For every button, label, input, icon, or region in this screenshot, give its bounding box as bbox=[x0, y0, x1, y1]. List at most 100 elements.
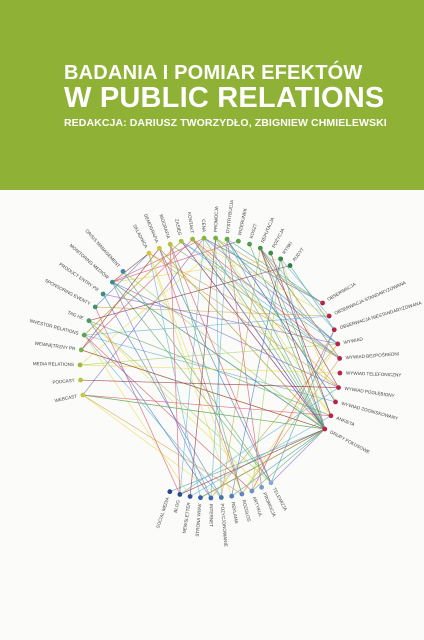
network-edge bbox=[192, 238, 330, 317]
network-edge bbox=[80, 379, 339, 388]
network-edge bbox=[180, 241, 326, 430]
node-label: OBSERWACJA bbox=[326, 281, 357, 302]
network-node bbox=[229, 493, 235, 499]
network-edge bbox=[82, 394, 325, 430]
network-edge bbox=[215, 238, 222, 498]
network-node bbox=[201, 235, 207, 241]
network-edge bbox=[210, 239, 228, 499]
network-edge bbox=[260, 247, 339, 388]
node-label: ZASIĘG bbox=[174, 218, 183, 236]
network-node bbox=[247, 241, 252, 247]
network-edge bbox=[112, 258, 281, 283]
network-node bbox=[259, 484, 265, 490]
network-edge bbox=[192, 238, 326, 430]
network-edge bbox=[231, 428, 325, 497]
node-label: WYWIAD ZOGNISKOWANY bbox=[341, 401, 399, 421]
network-node bbox=[322, 426, 328, 432]
network-edge bbox=[148, 253, 201, 498]
network-edge bbox=[280, 258, 336, 403]
node-label: TAG HE bbox=[67, 310, 84, 321]
network-node bbox=[81, 332, 87, 338]
network-node bbox=[333, 399, 338, 405]
network-node bbox=[213, 235, 218, 241]
network-edge bbox=[226, 238, 336, 403]
node-label: PROMOCJA bbox=[262, 492, 277, 519]
network-edge bbox=[82, 394, 222, 498]
node-label: ROZGŁOS bbox=[241, 499, 251, 522]
network-node bbox=[218, 495, 224, 500]
network-node bbox=[239, 491, 245, 497]
network-edge bbox=[169, 243, 340, 359]
network-edge bbox=[112, 281, 272, 484]
network-edge bbox=[226, 239, 262, 488]
node-label: REKLAMA bbox=[231, 502, 240, 525]
network-node bbox=[268, 480, 274, 486]
network-edge bbox=[251, 258, 282, 492]
node-label: BIOGRAFIA bbox=[159, 214, 172, 240]
node-label: WYWIAD BEZPOŚREDNI bbox=[345, 349, 399, 360]
network-edge bbox=[226, 238, 326, 430]
network-edge bbox=[259, 247, 332, 416]
node-label: WIZERUNEK bbox=[237, 207, 248, 236]
network-node bbox=[268, 250, 274, 256]
network-edge bbox=[260, 247, 340, 359]
node-label: GRUPY FOKUSOWE bbox=[329, 429, 370, 454]
network-edge bbox=[251, 329, 335, 492]
network-node bbox=[287, 263, 293, 268]
network-edge bbox=[215, 237, 332, 416]
network-edge bbox=[84, 315, 330, 336]
network-edge bbox=[88, 320, 212, 499]
network-edge bbox=[94, 252, 150, 308]
network-edge bbox=[215, 237, 338, 345]
node-label: CENA bbox=[201, 219, 207, 233]
network-node bbox=[78, 347, 84, 353]
network-node bbox=[109, 279, 115, 285]
network-edge bbox=[122, 271, 325, 430]
network-edge bbox=[148, 252, 340, 359]
network-node bbox=[120, 268, 126, 274]
network-edge bbox=[200, 428, 325, 498]
node-label: SKŁADNICA bbox=[132, 224, 149, 250]
network-node bbox=[167, 241, 173, 247]
network-node bbox=[335, 341, 341, 347]
network-node bbox=[78, 377, 83, 383]
network-edge bbox=[189, 238, 216, 497]
network-edge bbox=[192, 238, 340, 359]
node-label: PROMOCJA bbox=[213, 205, 219, 232]
node-label: POZYCJONOWANIE bbox=[220, 503, 229, 547]
network-edge bbox=[94, 306, 181, 495]
network-edge bbox=[112, 281, 212, 499]
network-edge bbox=[169, 244, 181, 495]
node-label: ARTYKUŁ bbox=[252, 496, 264, 518]
network-edge bbox=[82, 237, 205, 396]
network-edge bbox=[148, 252, 339, 388]
network-node bbox=[331, 327, 337, 333]
node-label: REPUTACJA bbox=[260, 216, 275, 244]
network-edge bbox=[169, 428, 325, 492]
node-label: ANKIETA bbox=[336, 415, 357, 427]
network-edge bbox=[241, 343, 339, 495]
network-edge bbox=[88, 320, 332, 417]
network-edge bbox=[169, 244, 272, 483]
network-node bbox=[177, 492, 183, 497]
network-edge bbox=[83, 334, 191, 497]
node-label: POZYCJA bbox=[271, 227, 286, 249]
network-node bbox=[257, 245, 263, 251]
network-edge bbox=[83, 240, 182, 336]
network-node bbox=[235, 238, 241, 244]
network-edge bbox=[112, 252, 150, 283]
network-edge bbox=[159, 248, 272, 483]
network-edge bbox=[203, 237, 323, 304]
network-node bbox=[337, 356, 343, 361]
network-edge bbox=[181, 240, 338, 345]
network-edge bbox=[249, 244, 326, 430]
network-edge bbox=[226, 238, 323, 304]
node-label: WYWIAD TELEFONICZNY bbox=[346, 371, 402, 378]
network-edge bbox=[148, 253, 243, 495]
node-label: KOSZT bbox=[249, 223, 258, 239]
network-node bbox=[92, 304, 98, 310]
network-node bbox=[100, 291, 106, 297]
network-edge bbox=[88, 320, 262, 488]
node-label: WEWNĘTRZNY PR bbox=[34, 341, 76, 352]
network-node bbox=[77, 362, 83, 368]
